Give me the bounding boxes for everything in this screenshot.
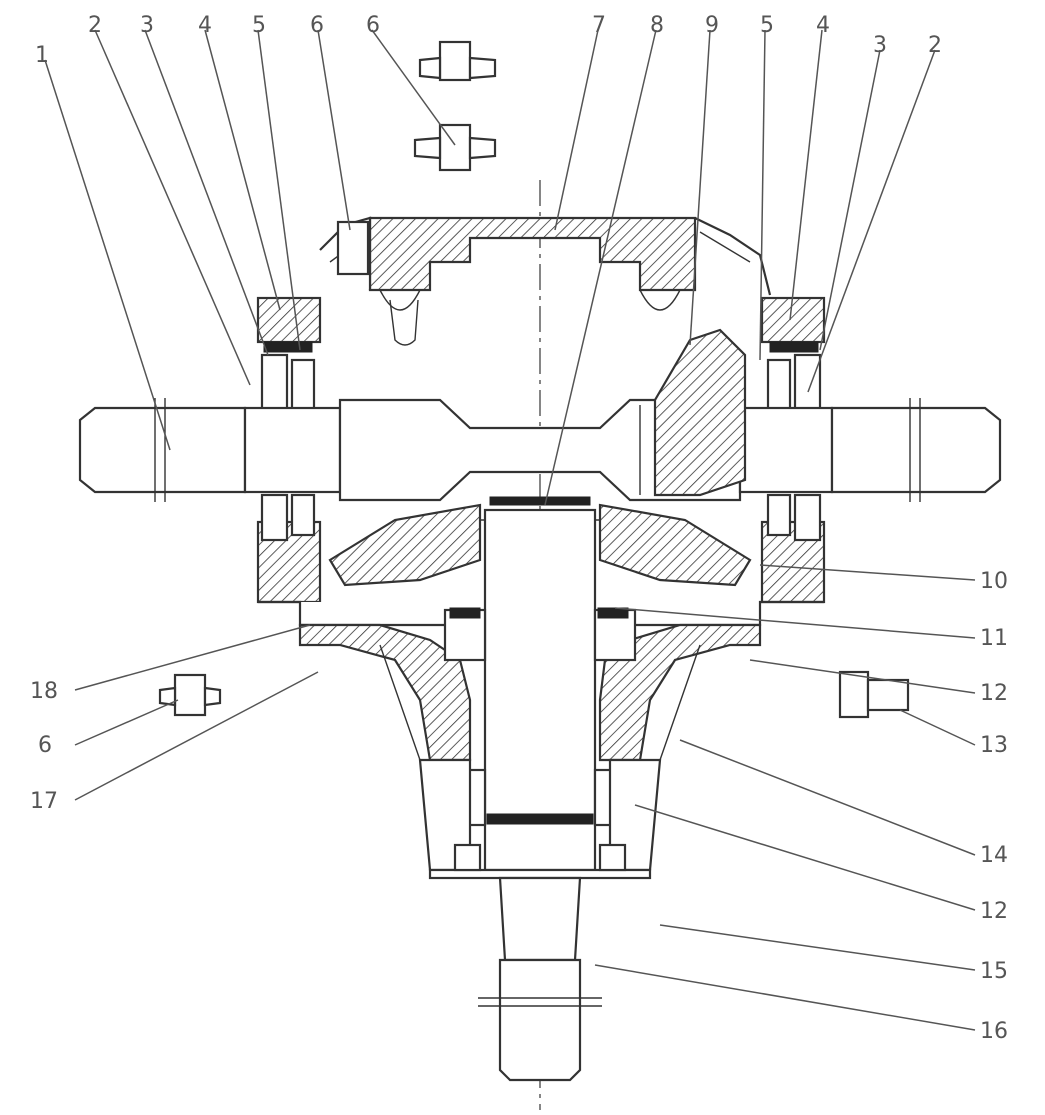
callout-3-left: 3 <box>140 13 154 38</box>
callout-13: 13 <box>980 733 1008 758</box>
callout-5-left: 5 <box>252 13 266 38</box>
callout-9: 9 <box>705 13 719 38</box>
callout-labels: 1 2 3 4 5 6 6 7 8 9 5 4 3 2 10 11 12 13 … <box>30 13 1008 1044</box>
callout-12-upper: 12 <box>980 681 1008 706</box>
callout-12-lower: 12 <box>980 899 1008 924</box>
callout-4-right: 4 <box>816 13 830 38</box>
horizontal-shaft <box>78 398 1002 502</box>
callout-2-right: 2 <box>928 33 942 58</box>
callout-5-right: 5 <box>760 13 774 38</box>
vertical-shaft <box>379 508 701 1082</box>
callout-16: 16 <box>980 1019 1008 1044</box>
callout-8: 8 <box>650 13 664 38</box>
top-cover <box>368 216 697 346</box>
callout-7: 7 <box>592 13 606 38</box>
callout-18: 18 <box>30 679 58 704</box>
leader-lines <box>44 29 976 1031</box>
breather-plug-top <box>336 40 497 276</box>
housing <box>256 216 826 762</box>
callout-3-right: 3 <box>873 33 887 58</box>
bevel-gears <box>328 328 752 587</box>
callout-17: 17 <box>30 789 58 814</box>
callout-11: 11 <box>980 626 1008 651</box>
callout-10: 10 <box>980 569 1008 594</box>
drain-plug-left <box>158 673 222 717</box>
callout-6-left: 6 <box>310 13 324 38</box>
level-plug-right <box>838 670 910 719</box>
callout-15: 15 <box>980 959 1008 984</box>
callout-14: 14 <box>980 843 1008 868</box>
callout-6-top: 6 <box>366 13 380 38</box>
callout-4-left: 4 <box>198 13 212 38</box>
callout-1: 1 <box>35 43 49 68</box>
callout-6-bottom: 6 <box>38 733 52 758</box>
callout-2-left: 2 <box>88 13 102 38</box>
